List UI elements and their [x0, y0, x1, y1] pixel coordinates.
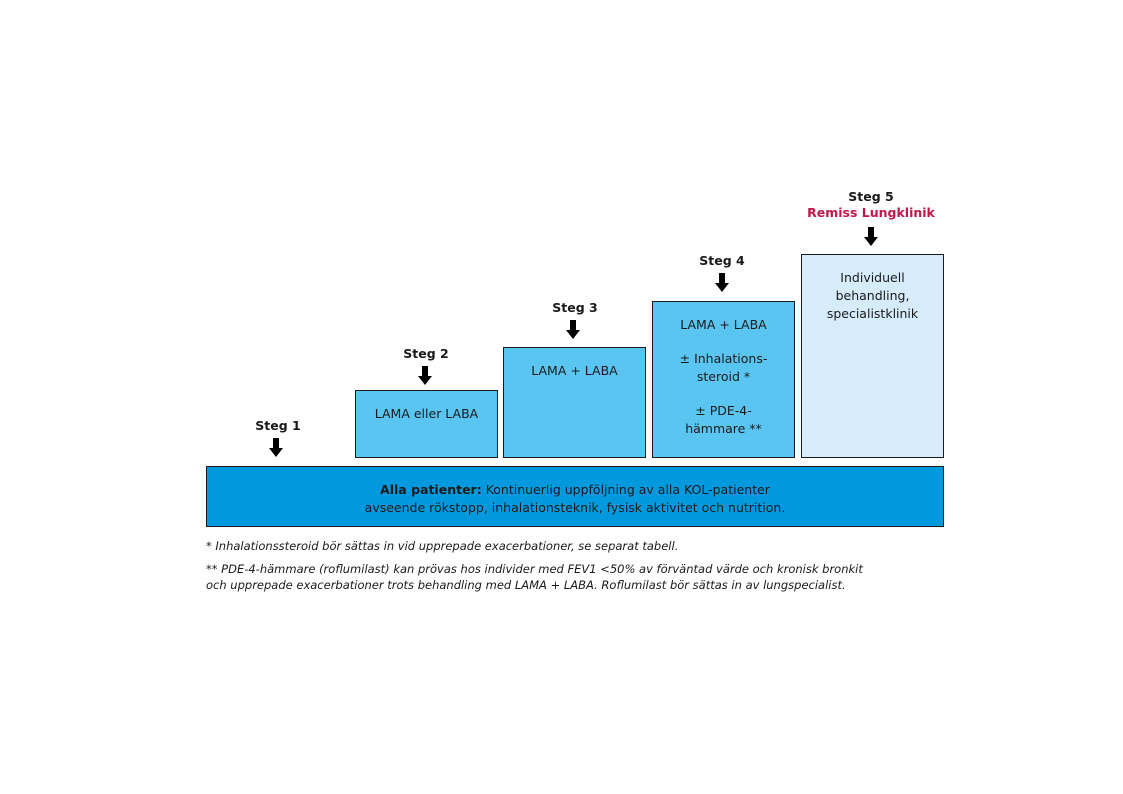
step-4-box: LAMA + LABA ± Inhalations- steroid * ± P… — [652, 301, 795, 458]
step-1-label: Steg 1 — [255, 418, 301, 433]
all-patients-heading: Alla patienter: — [380, 482, 482, 497]
step-4-treatment: LAMA + LABA — [680, 317, 767, 332]
step-3-treatment: LAMA + LABA — [531, 363, 618, 378]
footnote-inhaled-steroid: * Inhalationssteroid bör sättas in vid u… — [206, 539, 679, 553]
down-arrow-icon — [864, 227, 878, 247]
down-arrow-icon — [418, 366, 432, 386]
step-5-title: Steg 5 — [848, 189, 894, 204]
all-patients-box: Alla patienter: Kontinuerlig uppföljning… — [206, 466, 944, 527]
step-5-treatment: Individuell behandling, specialistklinik — [826, 270, 919, 321]
all-patients-line-2: avseende rökstopp, inhalationsteknik, fy… — [364, 500, 786, 515]
step-5-label: Steg 5 Remiss Lungklinik — [790, 189, 952, 221]
step-3-label: Steg 3 — [552, 300, 598, 315]
down-arrow-icon — [715, 273, 729, 293]
footnote-pde4-line-2: och upprepade exacerbationer trots behan… — [206, 578, 846, 592]
step-4-pde4-inhibitor: ± PDE-4- hämmare ** — [685, 403, 762, 436]
step-2-label: Steg 2 — [403, 346, 449, 361]
step-2-treatment: LAMA eller LABA — [374, 406, 479, 421]
step-5-box: Individuell behandling, specialistklinik — [801, 254, 944, 458]
down-arrow-icon — [269, 438, 283, 458]
step-2-box: LAMA eller LABA — [355, 390, 498, 458]
step-3-box: LAMA + LABA — [503, 347, 646, 458]
all-patients-text: Kontinuerlig uppföljning av alla KOL-pat… — [481, 482, 770, 497]
step-4-inhaled-steroid: ± Inhalations- steroid * — [679, 351, 768, 384]
step-4-label: Steg 4 — [699, 253, 745, 268]
all-patients-line-1: Alla patienter: Kontinuerlig uppföljning… — [207, 481, 943, 499]
footnote-pde4-line-1: ** PDE-4-hämmare (roflumilast) kan pröva… — [206, 562, 863, 576]
step-5-referral: Remiss Lungklinik — [807, 205, 935, 220]
down-arrow-icon — [566, 320, 580, 340]
